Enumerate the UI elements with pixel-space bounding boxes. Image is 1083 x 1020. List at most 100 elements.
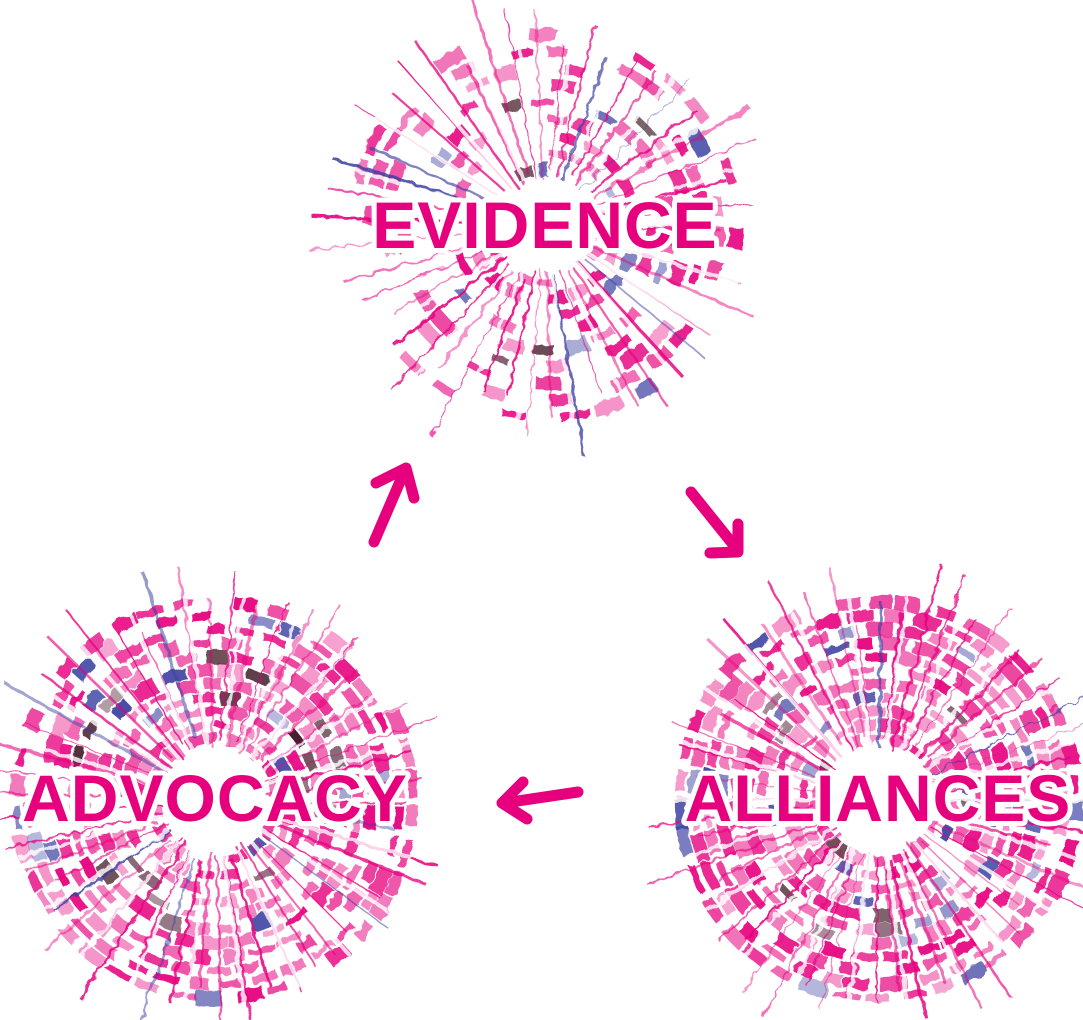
burst-spoke <box>936 814 1052 847</box>
burst-gap <box>704 828 833 913</box>
burst-ring-segment <box>949 752 969 774</box>
burst-ring-segment <box>111 829 130 852</box>
burst-ring-segment <box>948 959 969 973</box>
burst-ring-segment <box>192 692 215 705</box>
burst-ring-segment <box>1011 805 1029 828</box>
burst-gap <box>352 237 500 285</box>
burst-ring-segment <box>741 942 767 966</box>
burst-ring-segment <box>112 934 135 953</box>
burst-ring-segment <box>266 603 290 621</box>
burst-spoke <box>504 9 537 179</box>
burst-spoke <box>556 23 597 178</box>
burst-ring-segment <box>673 799 688 830</box>
burst-gap <box>704 687 833 772</box>
burst-spoke <box>883 862 902 992</box>
node-alliances: ALLIANCES <box>647 564 1083 1018</box>
burst-ring-segment <box>930 870 952 892</box>
edge-evidence-to-alliances <box>685 486 744 559</box>
burst-spoke <box>231 858 272 988</box>
burst-ring-segment <box>284 907 310 928</box>
burst-ring-segment <box>228 705 247 723</box>
burst-ring-segment <box>679 196 689 216</box>
burst-gap <box>260 687 389 772</box>
burst-spoke <box>311 215 492 226</box>
burst-spoke <box>647 817 828 886</box>
burst-ring-segment <box>245 885 266 904</box>
burst-spoke <box>698 809 826 838</box>
burst-ring-segment <box>745 718 762 739</box>
burst-ring-segment <box>861 869 877 880</box>
burst-ring-segment <box>315 856 336 881</box>
burst-ring-segment <box>871 936 891 951</box>
burst-ring-segment <box>938 898 961 920</box>
burst-spoke <box>414 39 521 191</box>
burst-gap <box>249 840 351 957</box>
arrow-icon <box>685 486 744 559</box>
burst-ring-segment <box>761 885 781 906</box>
burst-spoke <box>889 859 928 1018</box>
burst-ring-segment <box>111 612 140 635</box>
burst-ring-segment <box>247 613 277 631</box>
burst-gap <box>923 828 1052 913</box>
burst-spoke <box>572 60 639 177</box>
burst-gap <box>183 854 210 1004</box>
burst-ring-segment <box>702 767 716 796</box>
burst-ring-segment <box>71 745 86 767</box>
burst-spoke <box>260 695 369 770</box>
burst-ring-segment <box>662 73 686 97</box>
burst-spoke <box>207 598 215 749</box>
burst-ring-segment <box>730 778 740 798</box>
burst-ring-segment <box>220 867 239 881</box>
burst-ring-segment <box>13 834 34 863</box>
burst-ring-segment <box>119 671 145 694</box>
burst-spoke <box>265 806 394 830</box>
burst-ring-segment <box>377 769 393 797</box>
burst-gap <box>220 854 247 1004</box>
burst-ring-segment <box>972 886 994 909</box>
burst-ring-segment <box>891 706 915 724</box>
burst-ring-segment <box>277 621 302 642</box>
burst-ring-segment <box>564 64 586 79</box>
burst-spoke <box>647 806 815 828</box>
node-label-advocacy: ADVOCACY <box>22 761 408 835</box>
burst-spoke <box>24 722 158 778</box>
burst-ring-segment <box>24 802 39 826</box>
burst-spoke <box>53 829 172 911</box>
burst-gap <box>249 643 351 760</box>
burst-spoke <box>481 278 526 392</box>
burst-ring-segment <box>604 248 619 265</box>
burst-ring-segment <box>316 661 341 685</box>
burst-spoke <box>762 853 851 1018</box>
burst-ring-segment <box>228 849 248 865</box>
burst-spoke <box>559 269 602 393</box>
edge-advocacy-to-evidence <box>368 462 420 548</box>
burst-ring-segment <box>991 714 1009 736</box>
burst-ring-segment <box>1017 834 1038 862</box>
burst-ring-segment <box>1017 897 1038 920</box>
burst-spoke <box>327 187 497 219</box>
burst-ring-segment <box>304 825 319 846</box>
burst-ring-segment <box>745 828 766 856</box>
burst-spoke <box>235 600 288 742</box>
burst-spoke <box>805 861 856 988</box>
burst-ring-segment <box>822 970 844 988</box>
burst-spoke <box>589 109 698 193</box>
burst-spoke <box>828 566 866 738</box>
burst-ring-segment <box>447 124 471 148</box>
burst-ring-segment <box>1027 773 1042 797</box>
burst-ring-segment <box>686 708 707 734</box>
burst-ring-segment <box>43 840 61 861</box>
burst-ring-segment <box>842 975 870 990</box>
burst-gap <box>460 268 527 409</box>
burst-ring-segment <box>104 775 123 797</box>
burst-ring-segment <box>274 901 295 919</box>
burst-ring-segment <box>383 869 406 898</box>
burst-ring-segment <box>1033 867 1053 896</box>
burst-ring-segment <box>36 890 56 916</box>
burst-ring-segment <box>309 639 333 659</box>
burst-spoke <box>78 840 188 1000</box>
burst-ring-segment <box>36 859 56 887</box>
burst-ring-segment <box>481 383 507 402</box>
burst-spoke <box>573 70 658 186</box>
burst-gap <box>352 167 500 215</box>
